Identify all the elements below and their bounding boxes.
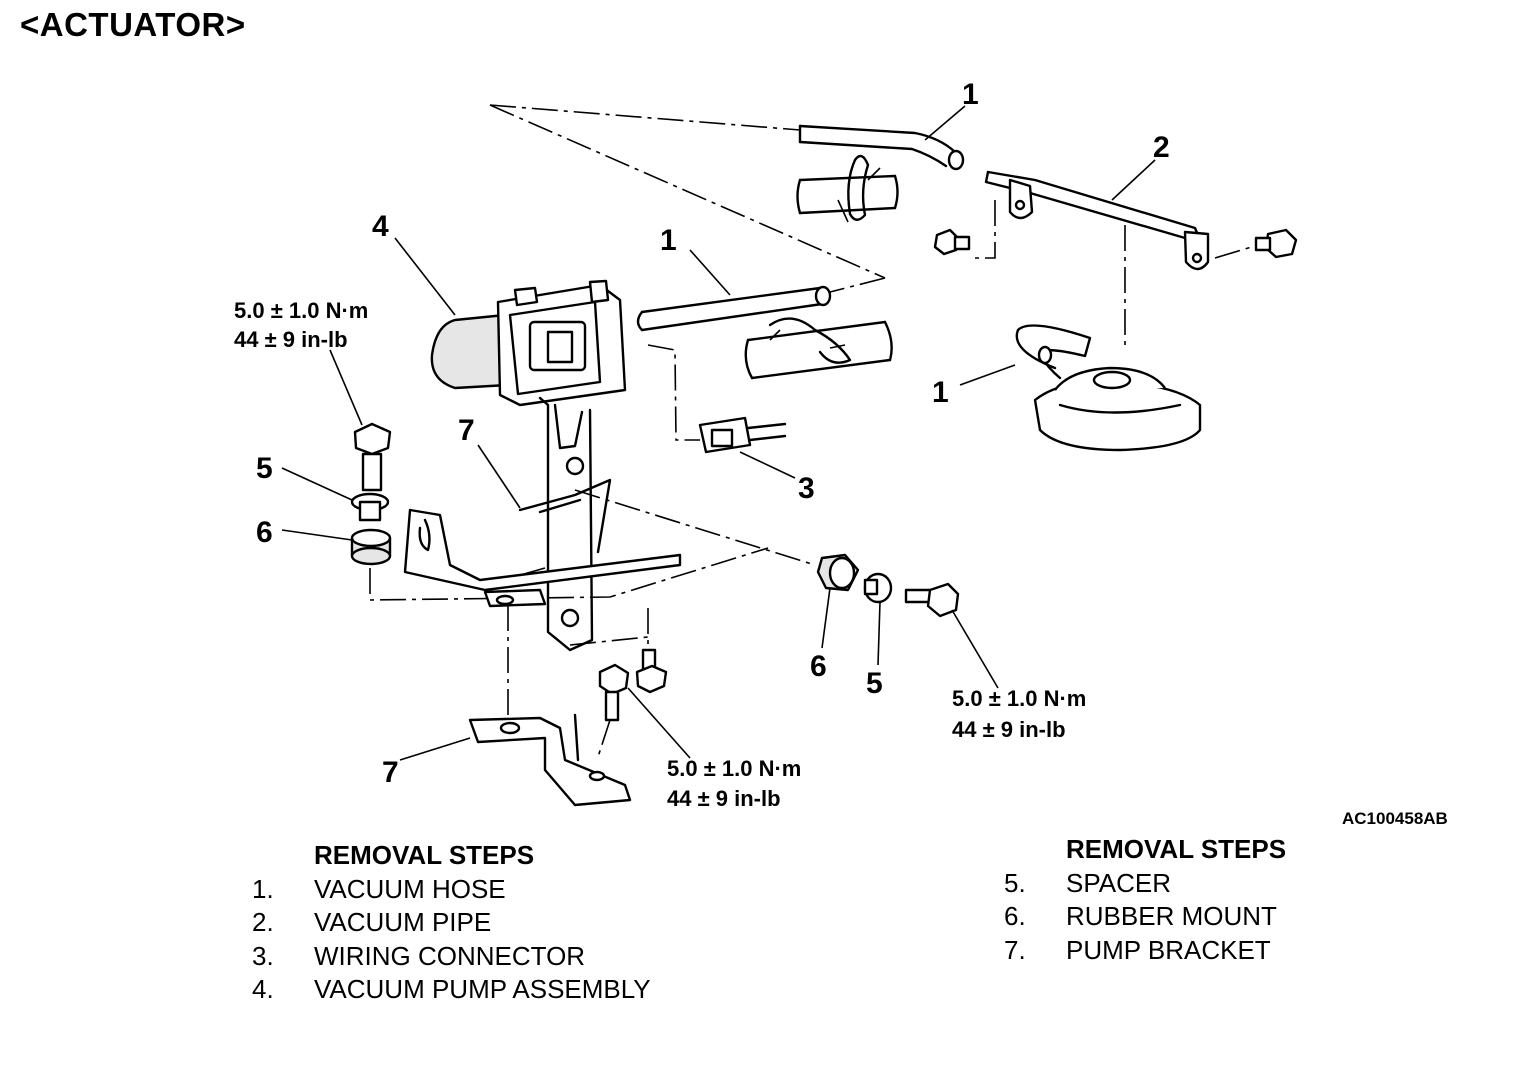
actuator-diaphragm <box>1015 324 1202 452</box>
callout-6-right: 6 <box>810 650 827 683</box>
bracket-bolt-2 <box>635 648 668 694</box>
torque-spec-right: 5.0 ± 1.0 N·m 44 ± 9 in-lb <box>952 686 1086 742</box>
list-item: 7.PUMP BRACKET <box>1004 934 1271 965</box>
callout-7-upper: 7 <box>458 414 475 447</box>
pump-bracket-upper <box>403 478 682 608</box>
callout-5-left: 5 <box>256 452 273 485</box>
vacuum-hose-top <box>796 124 965 223</box>
svg-text:44 ± 9 in-lb: 44 ± 9 in-lb <box>667 786 781 811</box>
list-item: 4.VACUUM PUMP ASSEMBLY <box>252 974 651 1004</box>
list-item: 3.WIRING CONNECTOR <box>252 940 586 971</box>
list-item: 5.SPACER <box>1004 867 1171 898</box>
torque-spec-bottom: 5.0 ± 1.0 N·m 44 ± 9 in-lb <box>667 756 801 811</box>
diagram-title: <ACTUATOR> <box>20 6 246 43</box>
callout-1-right: 1 <box>932 376 949 409</box>
callout-2: 2 <box>1153 131 1170 164</box>
mount-bolt-left <box>353 422 392 492</box>
wiring-connector <box>698 416 787 454</box>
vacuum-hose-middle <box>636 285 893 380</box>
list-item: 2.VACUUM PIPE <box>252 907 492 937</box>
reference-code: AC100458AB <box>1342 809 1448 828</box>
vacuum-pipe <box>984 170 1210 271</box>
removal-steps-header: REMOVAL STEPS <box>1066 834 1287 864</box>
callout-5-right: 5 <box>866 667 883 700</box>
bracket-bolt-1 <box>598 663 630 722</box>
removal-steps-right: REMOVAL STEPS 5.SPACER 6.RUBBER MOUNT 7.… <box>1004 833 1286 967</box>
leader-lines <box>281 105 1156 761</box>
callout-4: 4 <box>372 210 389 243</box>
callout-6-left: 6 <box>256 516 273 549</box>
spacer-right <box>863 572 893 604</box>
callout-3: 3 <box>798 472 815 505</box>
removal-steps-header: REMOVAL STEPS <box>314 840 535 870</box>
svg-text:5.0 ± 1.0 N·m: 5.0 ± 1.0 N·m <box>234 298 368 323</box>
svg-text:5.0 ± 1.0 N·m: 5.0 ± 1.0 N·m <box>952 686 1086 711</box>
list-item: 1.VACUUM HOSE <box>252 873 506 904</box>
removal-steps-left: REMOVAL STEPS 1.VACUUM HOSE 2.VACUUM PIP… <box>252 839 651 1007</box>
pump-bracket-lower <box>468 713 632 807</box>
svg-text:44 ± 9 in-lb: 44 ± 9 in-lb <box>234 327 348 352</box>
svg-text:5.0 ± 1.0 N·m: 5.0 ± 1.0 N·m <box>667 756 801 781</box>
mount-bolt-right <box>904 582 960 618</box>
vacuum-pump-assembly <box>430 279 627 652</box>
rubber-mount-right <box>816 553 860 592</box>
torque-spec-upper-left: 5.0 ± 1.0 N·m 44 ± 9 in-lb <box>234 298 368 352</box>
callout-7-lower: 7 <box>382 756 399 789</box>
pipe-bolt-left <box>933 228 971 256</box>
spacer-left <box>350 492 390 522</box>
reference-lines <box>369 104 1259 761</box>
list-item: 6.RUBBER MOUNT <box>1004 901 1277 931</box>
svg-text:44 ± 9 in-lb: 44 ± 9 in-lb <box>952 717 1066 742</box>
rubber-mount-left <box>350 528 392 566</box>
pipe-bolt-right <box>1254 228 1298 259</box>
callouts: 1 2 1 4 1 3 7 5 6 6 5 7 <box>256 78 1170 789</box>
callout-1-middle: 1 <box>660 224 677 257</box>
callout-1-top: 1 <box>962 78 979 111</box>
